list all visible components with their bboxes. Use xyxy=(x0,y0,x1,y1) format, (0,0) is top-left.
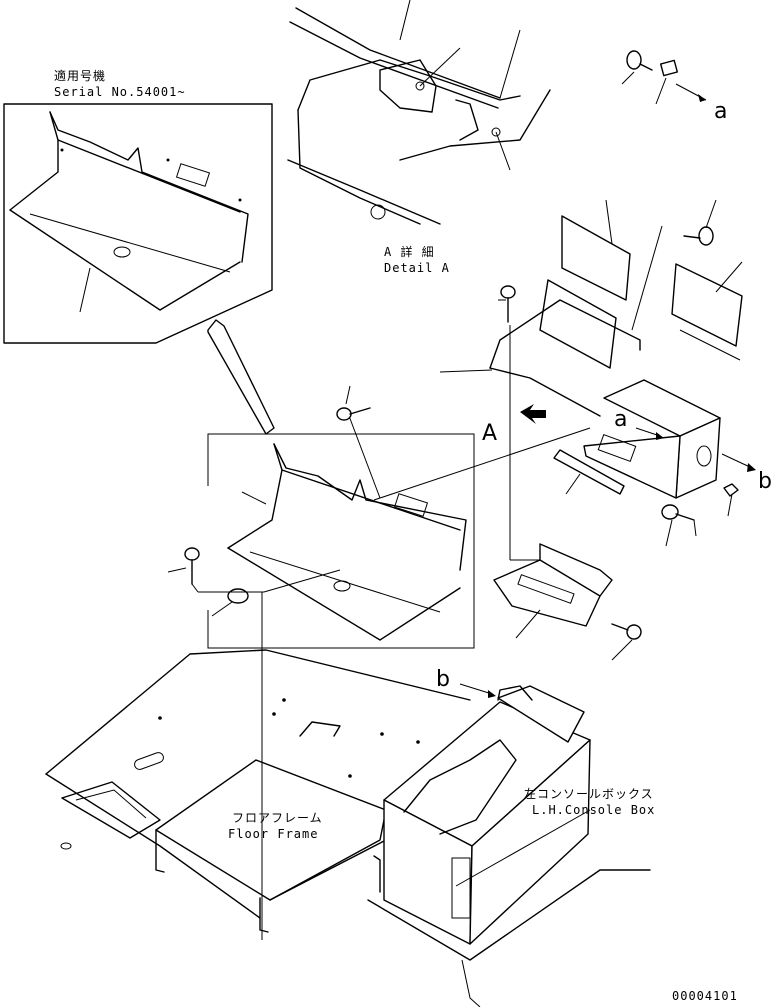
detail-a-view: A 詳 細 Detail A xyxy=(287,0,551,275)
main-panel-group xyxy=(167,385,591,940)
view-ref-a-mid: a xyxy=(614,407,627,432)
console-box-en: L.H.Console Box xyxy=(532,803,655,817)
cover-assembly: a b A xyxy=(439,199,772,661)
inset-header-jp: 適用号機 xyxy=(54,68,106,83)
inset-header-en: Serial No.54001~ xyxy=(54,85,186,99)
view-ref-b-bottom: b xyxy=(436,667,450,692)
inset-arrow xyxy=(207,319,275,435)
floor-frame-en: Floor Frame xyxy=(228,827,318,841)
detail-a-en: Detail A xyxy=(384,261,450,275)
serial-inset: 適用号機 Serial No.54001~ xyxy=(3,68,273,344)
floor-frame-group: フロアフレーム Floor Frame 左コンソールボックス L.H.Conso… xyxy=(45,649,655,1007)
view-ref-A: A xyxy=(482,421,497,446)
detail-a-jp: A 詳 細 xyxy=(384,244,435,259)
view-ref-a-top: a xyxy=(714,99,727,124)
drawing-number: 00004101 xyxy=(672,989,738,1003)
view-ref-b-right: b xyxy=(758,469,772,494)
floor-frame-jp: フロアフレーム xyxy=(232,811,323,825)
console-box-jp: 左コンソールボックス xyxy=(524,786,654,801)
top-right-parts: a xyxy=(621,50,727,124)
